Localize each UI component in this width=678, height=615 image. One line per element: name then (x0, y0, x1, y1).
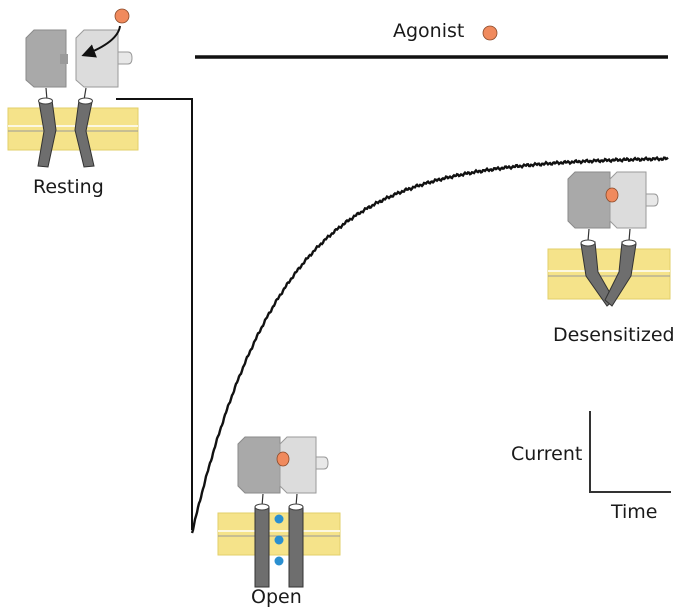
ion-3 (274, 556, 284, 566)
baseline-trace (116, 98, 193, 530)
ion-1 (274, 514, 284, 524)
resting-label: Resting (33, 176, 104, 198)
ion-2 (274, 535, 284, 545)
agonist-legend-icon (482, 25, 498, 41)
desensitized-label: Desensitized (553, 324, 675, 346)
agonist-molecule (114, 8, 130, 24)
open-receptor (217, 436, 341, 588)
binding-arrow (81, 25, 121, 58)
membrane-resting (7, 107, 139, 151)
agonist-label: Agonist (393, 20, 465, 42)
current-scale-label: Current (511, 443, 583, 465)
time-scale-label: Time (611, 501, 658, 523)
bound-agonist-desensitized (605, 187, 619, 203)
resting-receptor (7, 29, 139, 168)
current-trace (190, 155, 669, 534)
bound-agonist-open (276, 451, 290, 467)
desensitized-receptor (547, 171, 671, 307)
scale-bar (589, 411, 671, 493)
open-label: Open (251, 586, 302, 608)
